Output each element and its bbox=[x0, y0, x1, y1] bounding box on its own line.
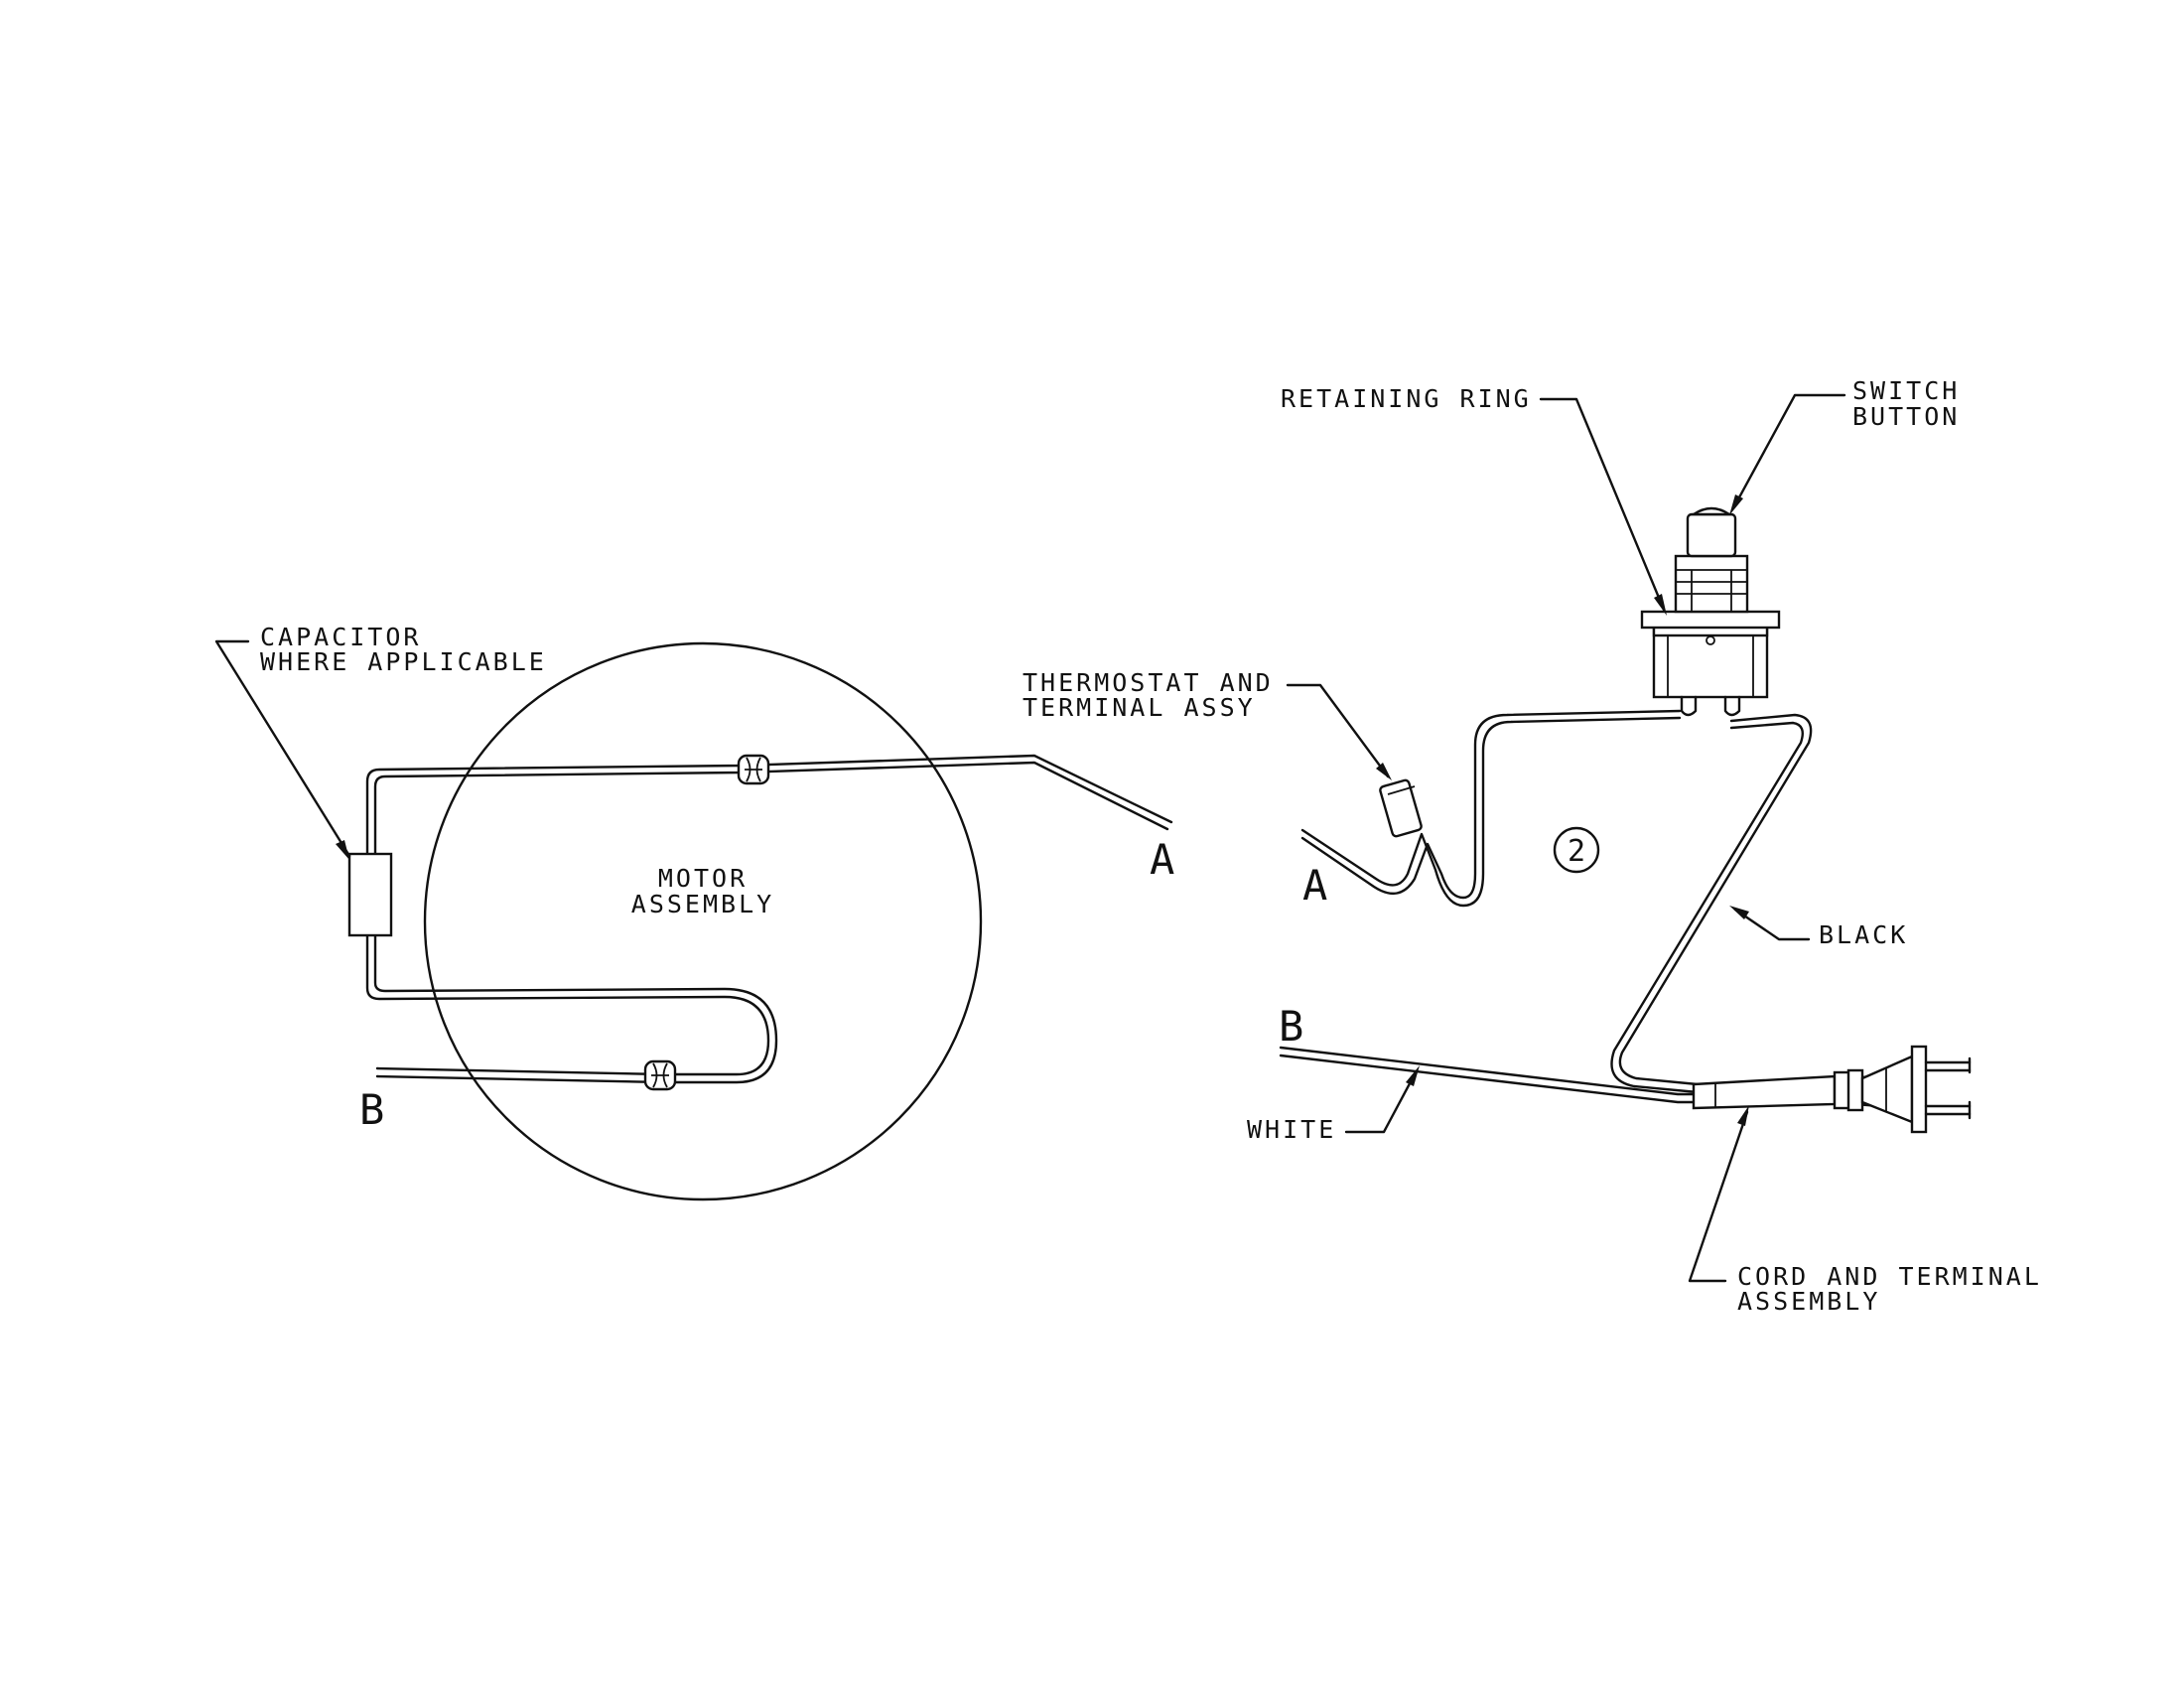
motor-wire-b bbox=[365, 933, 778, 1084]
wire-connector-top bbox=[737, 754, 770, 785]
thermostat bbox=[1379, 778, 1423, 838]
white-label: WHITE bbox=[1247, 1115, 1336, 1144]
switch-button-leader bbox=[1729, 393, 1846, 515]
thermostat-leader bbox=[1286, 683, 1392, 780]
thermostat-label-line1: THERMOSTAT AND bbox=[1023, 668, 1274, 697]
motor-housing-circle bbox=[423, 641, 983, 1201]
black-wire bbox=[1610, 713, 1813, 1094]
capacitor-leader bbox=[214, 639, 351, 860]
retaining-ring-label: RETAINING RING bbox=[1281, 384, 1532, 413]
thermostat-wire bbox=[1300, 709, 1682, 908]
motor-assembly: MOTOR ASSEMBLY bbox=[423, 641, 983, 1201]
black-leader bbox=[1729, 906, 1811, 941]
cord-label-line2: ASSEMBLY bbox=[1737, 1287, 1880, 1316]
left-terminal-b: B bbox=[359, 1085, 384, 1134]
right-terminal-b: B bbox=[1279, 1002, 1303, 1051]
callout-number: 2 bbox=[1568, 834, 1585, 869]
motor-wire-a bbox=[365, 754, 1173, 856]
white-wire bbox=[1279, 1046, 1702, 1104]
retaining-ring-leader bbox=[1539, 397, 1667, 616]
capacitor-label-line2: WHERE APPLICABLE bbox=[260, 647, 547, 676]
retaining-ring bbox=[1640, 610, 1781, 630]
motor-label-line2: ASSEMBLY bbox=[631, 890, 774, 918]
power-cord bbox=[1692, 1070, 1856, 1110]
switch-label-line1: SWITCH bbox=[1852, 376, 1960, 405]
wire-connector-bottom bbox=[643, 1059, 677, 1091]
black-label: BLACK bbox=[1819, 920, 1908, 949]
cord-label-line1: CORD AND TERMINAL bbox=[1737, 1262, 2042, 1291]
switch-label-line2: BUTTON bbox=[1852, 402, 1960, 431]
left-terminal-a: A bbox=[1150, 835, 1174, 884]
switch-body bbox=[1652, 624, 1769, 717]
callout-circle bbox=[1553, 826, 1600, 874]
cord-leader bbox=[1688, 1105, 1749, 1283]
thermostat-label-line2: TERMINAL ASSY bbox=[1023, 693, 1256, 722]
right-terminal-a: A bbox=[1302, 861, 1327, 910]
capacitor-label-line1: CAPACITOR bbox=[260, 623, 421, 651]
capacitor bbox=[347, 852, 393, 937]
plug bbox=[1846, 1045, 1972, 1134]
white-leader bbox=[1344, 1065, 1420, 1134]
switch-button bbox=[1674, 506, 1749, 614]
motor-label-line1: MOTOR bbox=[658, 864, 748, 893]
